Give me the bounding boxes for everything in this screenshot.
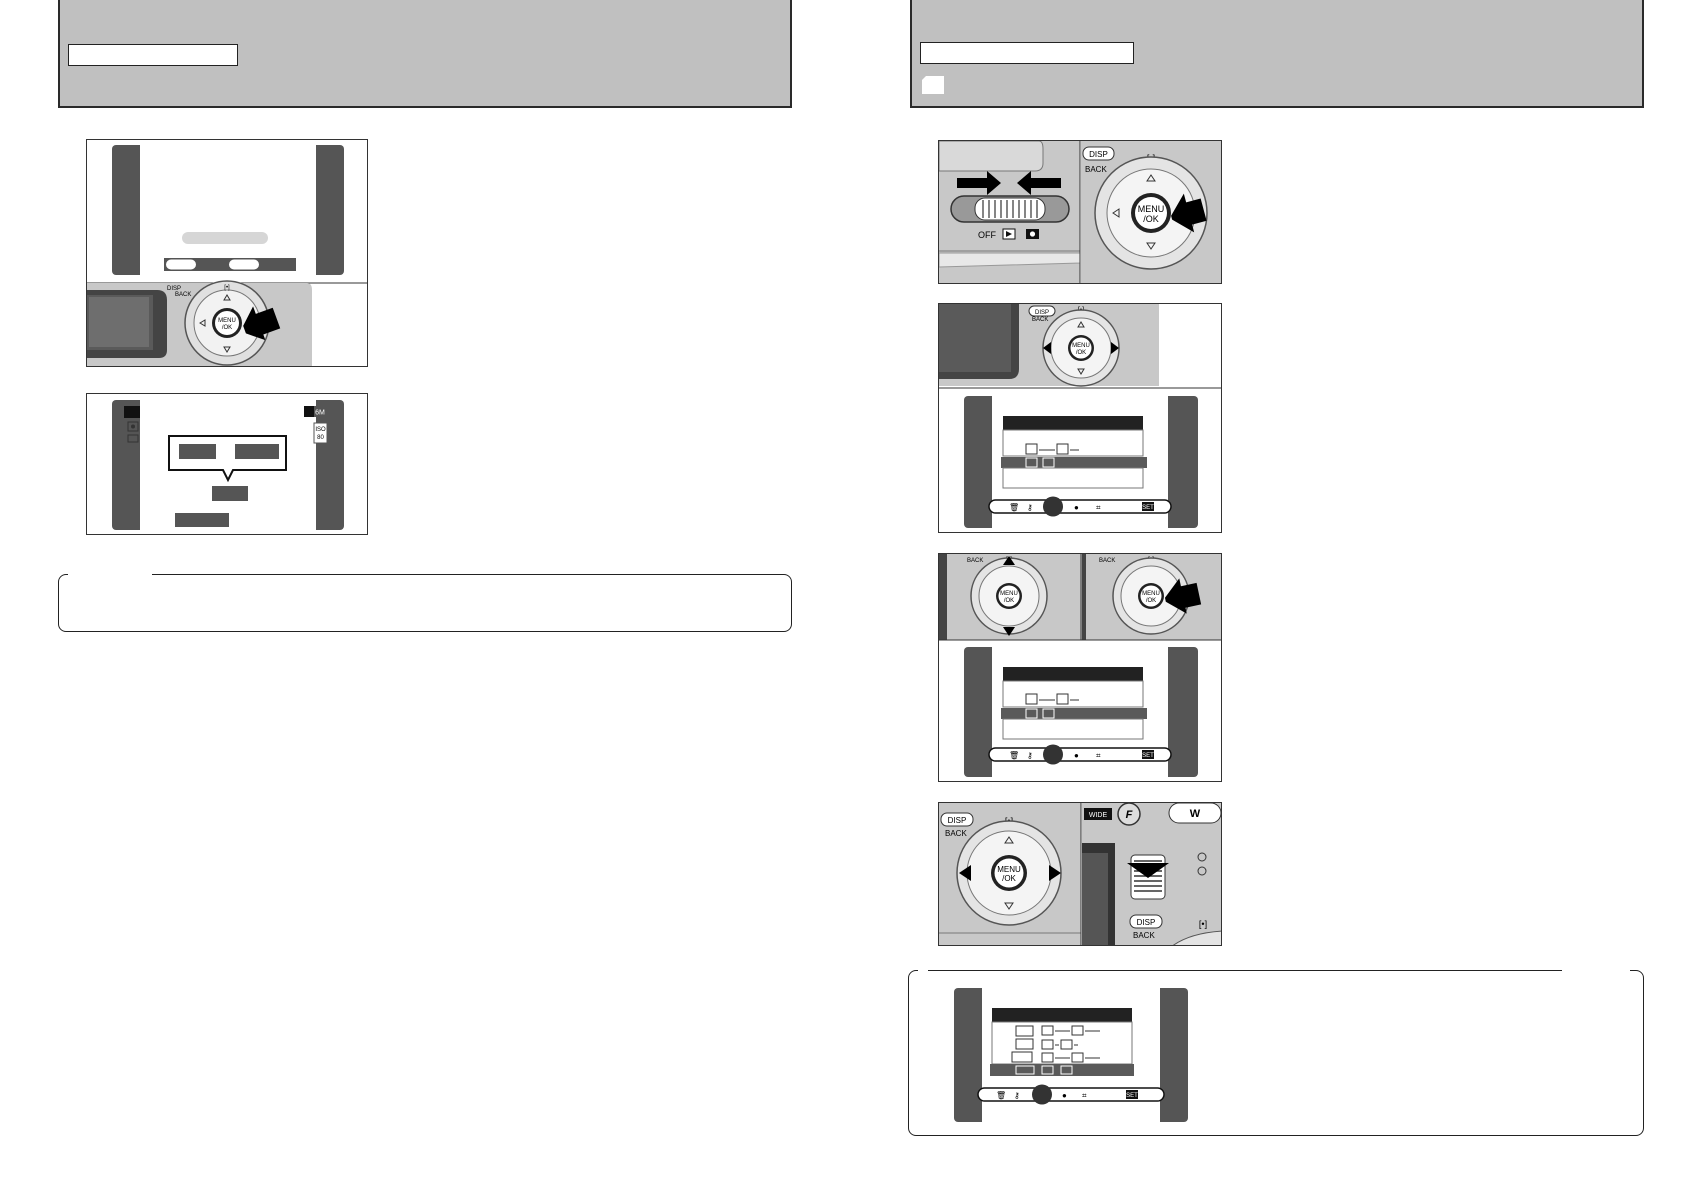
right-note-figure: 🗑 ⚷ ● ⌗ SET [954, 988, 1188, 1122]
back-label: BACK [175, 292, 191, 298]
right-note-title-gap-right [1562, 967, 1630, 973]
switch-off-label: OFF [978, 230, 996, 240]
ok-label: /OK [1146, 598, 1156, 604]
disp-label: DISP [1137, 918, 1156, 927]
right-title-box [920, 42, 1134, 64]
menu-label: MENU [218, 318, 236, 324]
left-title-box [68, 44, 238, 66]
right-note-figure-art: 🗑 ⚷ ● ⌗ SET [954, 988, 1188, 1122]
menu-label: MENU [997, 865, 1021, 874]
menu-label: MENU [1000, 591, 1018, 597]
ok-label: /OK [222, 325, 232, 331]
menu-label: MENU [1142, 591, 1160, 597]
microphone-icon: ● [1074, 503, 1079, 512]
right-figure-power-on: OFF DISP BACK [•] MENU /OK [938, 140, 1222, 284]
set-label: SET [1126, 1093, 1138, 1099]
right-figure-zoom-art: DISP BACK [•] MENU /OK WIDE F W [939, 803, 1221, 945]
ok-label: /OK [1004, 598, 1014, 604]
right-figure-select-dpof-art: DISP BACK [•] MENU /OK 🗑 ⚷ ● ⌗ SET [939, 304, 1221, 528]
ok-label: /OK [1143, 214, 1159, 224]
w-button-label: W [1190, 808, 1201, 820]
left-figure-confirm-screen: 6M ISO 80 [86, 393, 368, 535]
wide-label: WIDE [1089, 812, 1108, 819]
right-figure-power-on-art: OFF DISP BACK [•] MENU /OK [939, 141, 1221, 283]
trim-icon: ⌗ [1096, 503, 1101, 512]
back-label: BACK [1085, 165, 1107, 174]
disp-label: DISP [167, 286, 181, 292]
ok-label: /OK [1002, 874, 1016, 883]
trash-icon: 🗑 [1009, 503, 1019, 512]
disp-label: DISP [948, 816, 967, 825]
left-note-box [58, 574, 792, 632]
back-label: BACK [1099, 558, 1115, 564]
badge-iso-value: 80 [317, 435, 324, 441]
left-figure-menu-press-art: MENU /OK DISP BACK [•] [87, 145, 367, 366]
disp-label: DISP [1035, 310, 1049, 316]
bracket-label: [•] [224, 285, 230, 291]
badge-6m: 6M [315, 410, 325, 417]
set-label: SET [1142, 753, 1154, 759]
back-label: BACK [1032, 317, 1048, 323]
right-figure-zoom: DISP BACK [•] MENU /OK WIDE F W [938, 802, 1222, 946]
trim-icon: ⌗ [1096, 751, 1101, 760]
menu-label: MENU [1138, 204, 1165, 214]
right-figure-confirm-dpof: BACK [•] MENU /OK BACK [•] MENU /OK [938, 553, 1222, 782]
back-label: BACK [1133, 931, 1155, 940]
right-note-title-gap-left [918, 967, 928, 973]
disp-label: DISP [1089, 150, 1108, 159]
left-note-title-gap [68, 571, 152, 577]
back-label: BACK [945, 829, 967, 838]
set-label: SET [1142, 505, 1154, 511]
ok-label: /OK [1076, 350, 1086, 356]
trash-icon: 🗑 [996, 1091, 1006, 1100]
left-figure-menu-press: MENU /OK DISP BACK [•] [86, 139, 368, 367]
trim-icon: ⌗ [1082, 1091, 1087, 1100]
left-figure-confirm-art: 6M ISO 80 [112, 400, 344, 530]
microphone-icon: ● [1062, 1091, 1067, 1100]
back-label: BACK [967, 558, 983, 564]
microphone-icon: ● [1074, 751, 1079, 760]
menu-label: MENU [1072, 343, 1090, 349]
key-icon: ⚷ [1027, 503, 1033, 512]
key-icon: ⚷ [1014, 1091, 1020, 1100]
f-button-label: F [1126, 809, 1133, 821]
key-icon: ⚷ [1027, 751, 1033, 760]
badge-iso: ISO [315, 427, 326, 433]
right-figure-select-dpof: DISP BACK [•] MENU /OK 🗑 ⚷ ● ⌗ SET [938, 303, 1222, 533]
trash-icon: 🗑 [1009, 751, 1019, 760]
right-figure-confirm-dpof-art: BACK [•] MENU /OK BACK [•] MENU /OK [939, 554, 1221, 777]
bracket-label: [•] [1199, 919, 1207, 929]
memory-card-icon [922, 76, 944, 94]
